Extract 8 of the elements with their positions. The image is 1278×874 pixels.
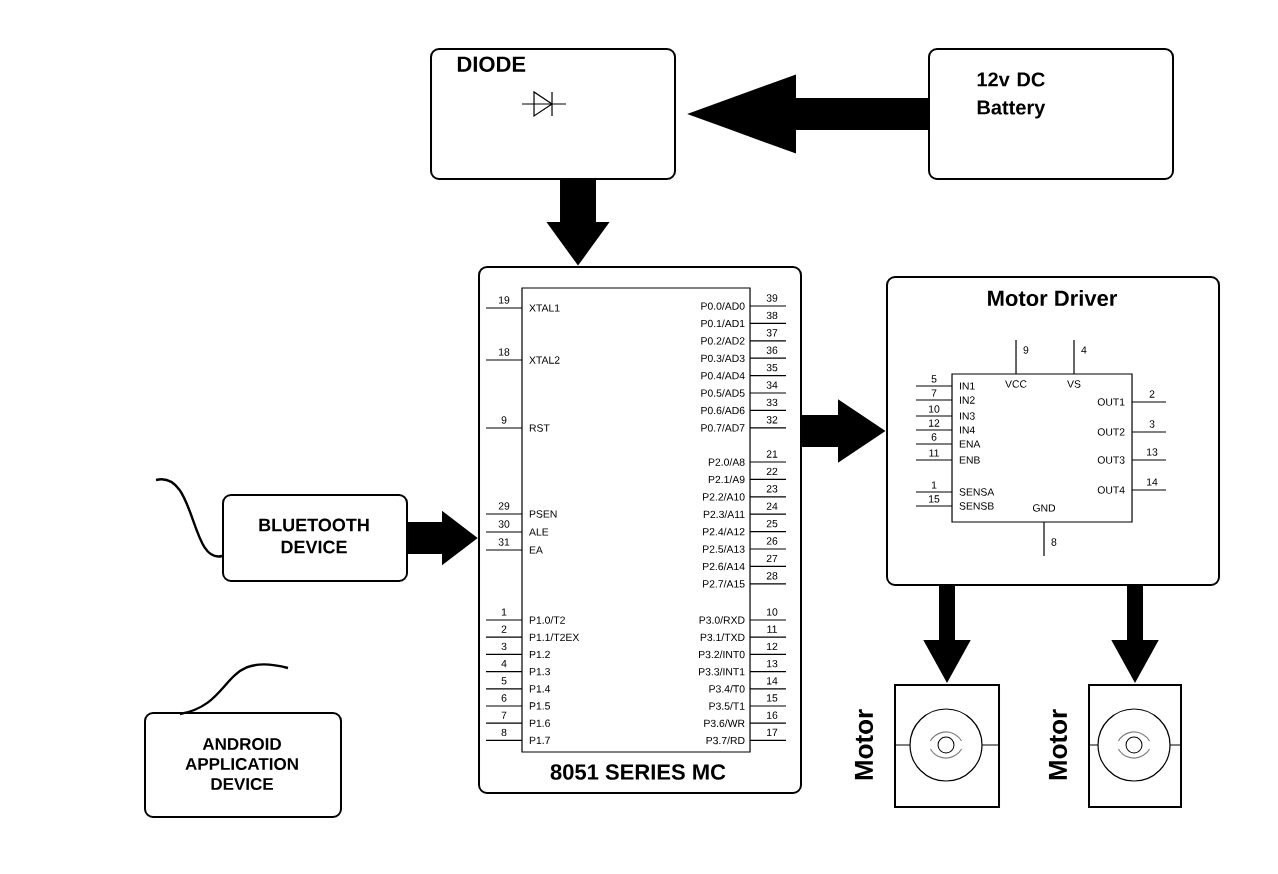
node-label: Motor	[854, 709, 874, 780]
battery-box: 12v DC Battery	[928, 48, 1174, 180]
motor-box: Motor	[854, 684, 1000, 808]
diode-box: DIODE	[430, 48, 676, 180]
motor-box: Motor	[1048, 684, 1182, 808]
device-box: BLUETOOTH DEVICE	[222, 494, 408, 582]
device-box: ANDROID APPLICATION DEVICE	[144, 712, 342, 818]
node-label: Motor	[1048, 709, 1068, 780]
